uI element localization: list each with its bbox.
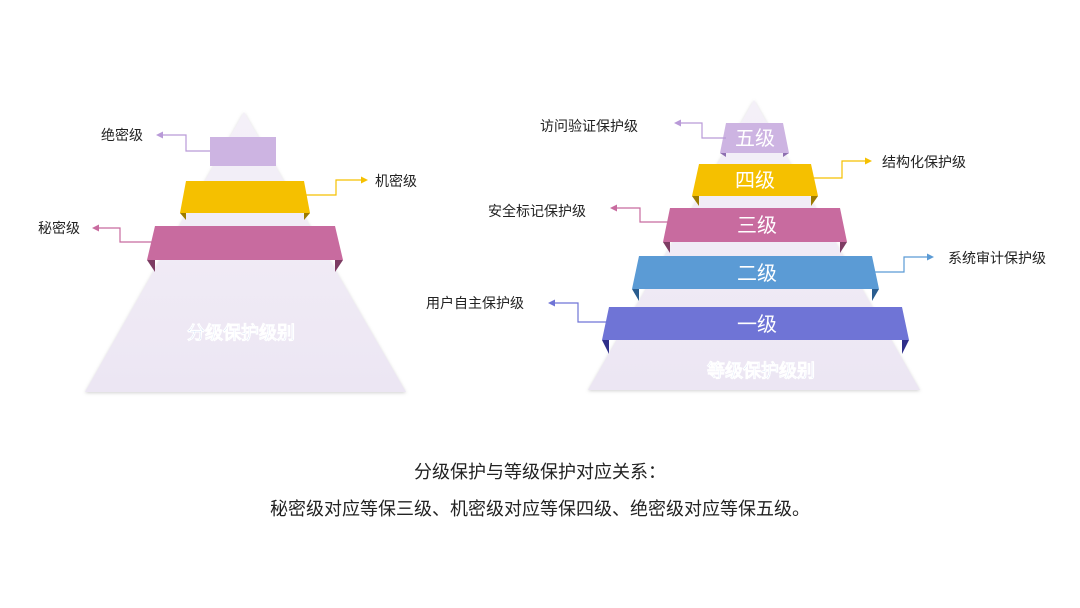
left-pyramid: 分级保护级别 绝密级 机密级 秘密级 (38, 112, 417, 392)
right-label-level3: 安全标记保护级 (488, 203, 586, 220)
left-band-secret (147, 226, 343, 272)
right-band-level1: 一级 (602, 307, 909, 354)
left-callout-top-secret: 绝密级 (101, 127, 210, 152)
right-band-level3: 三级 (663, 208, 847, 253)
right-callout-level5: 访问验证保护级 (540, 119, 726, 139)
left-callout-secret: 秘密级 (38, 220, 155, 243)
left-band-confidential (180, 181, 310, 220)
right-label-level2: 系统审计保护级 (948, 251, 1046, 267)
right-callout-level3: 安全标记保护级 (488, 203, 670, 223)
caption-body: 秘密级对应等保三级、机密级对应等保四级、绝密级对应等保五级。 (270, 499, 810, 520)
right-pyramid: 五级 四级 三级 二级 一级 等级保护级别 (426, 100, 1046, 390)
left-callout-confidential: 机密级 (304, 173, 417, 196)
right-callout-level2: 系统审计保护级 (872, 251, 1046, 273)
right-label-level5: 访问验证保护级 (540, 119, 638, 135)
right-band-level2: 二级 (632, 256, 879, 301)
left-label-top-secret: 绝密级 (101, 127, 143, 144)
left-band-secret-bar (147, 226, 343, 260)
right-band-level5-bar (720, 123, 789, 153)
left-band-top-secret-bar (210, 137, 276, 166)
right-label-level1: 用户自主保护级 (426, 295, 524, 312)
right-band-level5-text: 五级 (735, 126, 775, 150)
right-label-level4: 结构化保护级 (882, 155, 966, 171)
left-pyramid-title: 分级保护级别 (187, 322, 295, 344)
right-band-level3-text: 三级 (737, 213, 777, 237)
left-band-top-secret (210, 137, 276, 166)
left-label-secret: 秘密级 (38, 220, 80, 237)
right-band-level4-text: 四级 (735, 168, 775, 192)
right-band-level3-bar (663, 208, 847, 242)
left-band-confidential-bar (180, 181, 310, 213)
right-band-level4: 四级 (692, 164, 818, 206)
right-callout-level4: 结构化保护级 (811, 155, 966, 179)
right-band-level2-bar (632, 256, 879, 289)
caption-heading: 分级保护与等级保护对应关系： (414, 462, 666, 483)
right-band-level1-bar (602, 307, 909, 340)
right-band-level4-bar (692, 164, 818, 196)
right-band-level1-text: 一级 (737, 312, 777, 336)
right-band-level2-text: 二级 (737, 261, 777, 285)
right-callout-level1: 用户自主保护级 (426, 295, 609, 323)
left-label-confidential: 机密级 (375, 173, 417, 190)
right-band-level5: 五级 (720, 123, 789, 157)
right-pyramid-title: 等级保护级别 (707, 360, 815, 382)
